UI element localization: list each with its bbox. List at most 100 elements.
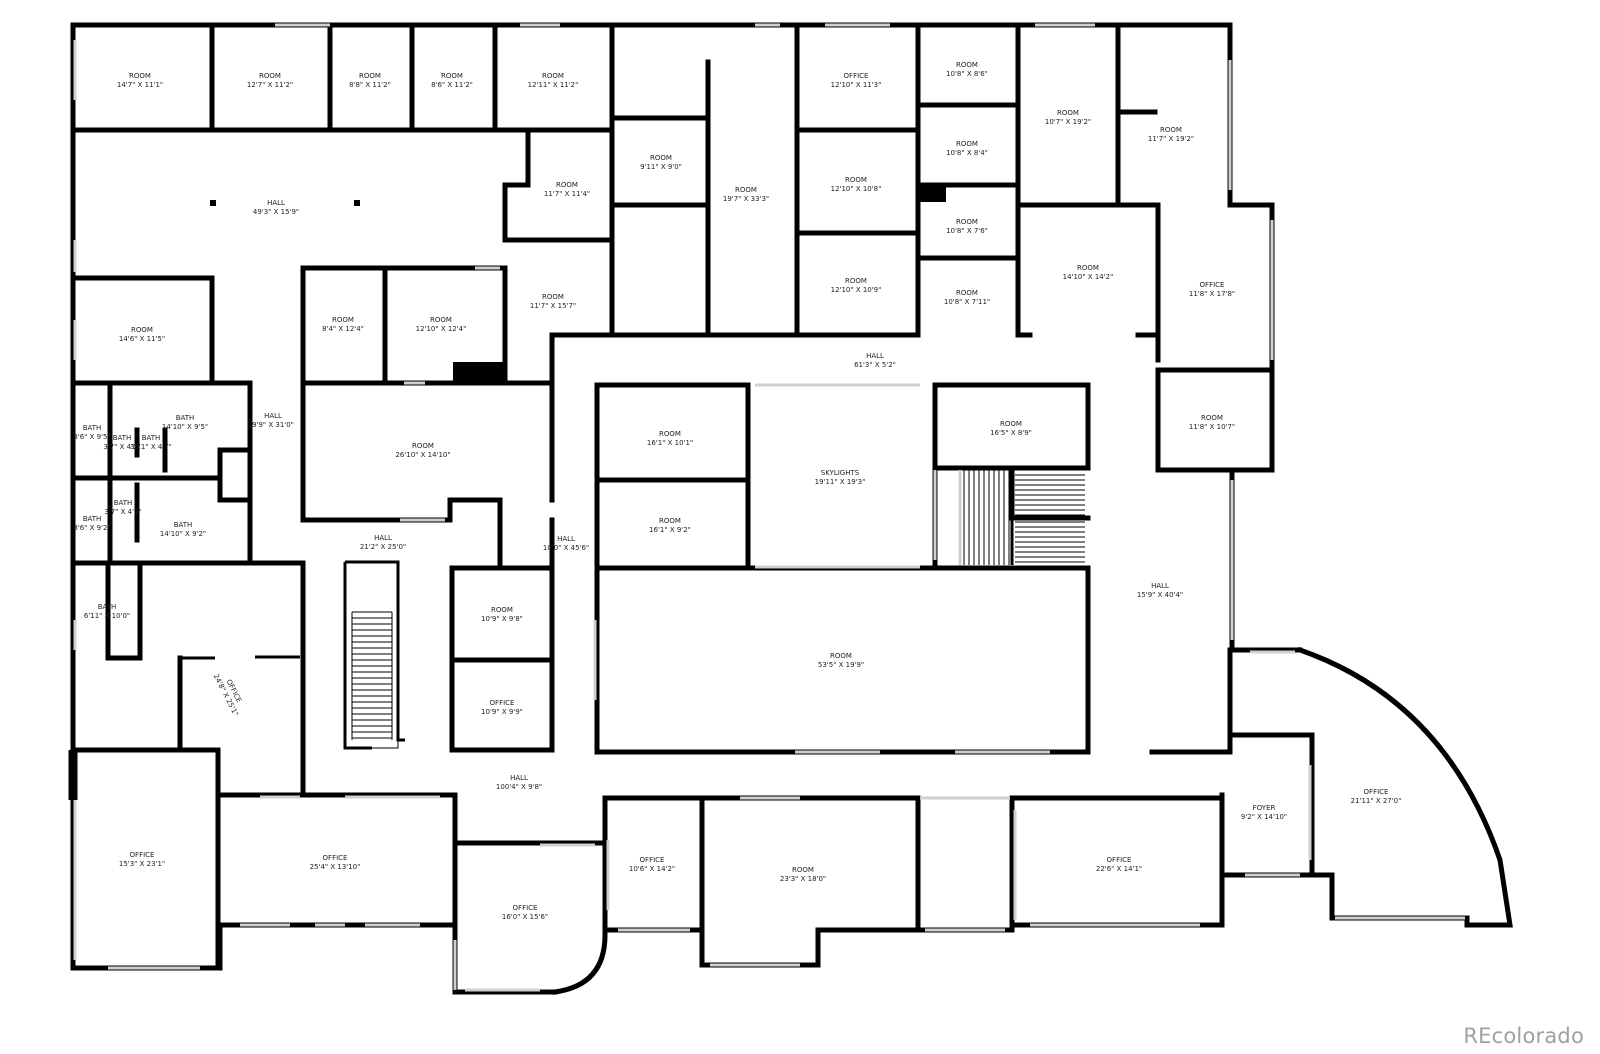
room-name: BATH (98, 603, 117, 611)
room-dimensions: 10'9" X 9'9" (481, 708, 523, 716)
room-dimensions: 11'8" X 10'7" (1189, 423, 1235, 431)
room-name: FOYER (1253, 804, 1276, 812)
room-dimensions: 14'7" X 11'1" (117, 81, 163, 89)
room-dimensions: 23'3" X 18'0" (780, 875, 826, 883)
room-name: BATH (83, 515, 102, 523)
stairs-right (963, 470, 1085, 565)
room-name: HALL (866, 352, 884, 360)
room-name: HALL (1151, 582, 1169, 590)
room-dimensions: 100'4" X 9'8" (496, 783, 542, 791)
room-dimensions: 9'11" X 9'0" (640, 163, 682, 171)
room-dimensions: 8'8" X 11'2" (349, 81, 391, 89)
brand-watermark: REcolorado (1463, 1024, 1584, 1048)
room-name: ROOM (830, 652, 852, 660)
room-dimensions: 3'7" X 4'1" (104, 508, 141, 516)
room-dimensions: 9'2" X 14'10" (1241, 813, 1287, 821)
room-name: BATH (114, 499, 133, 507)
walls (68, 22, 1513, 995)
room-dimensions: 26'10" X 14'10" (395, 451, 450, 459)
office-angled-wall (180, 655, 300, 660)
room-name: ROOM (332, 316, 354, 324)
room-name: BATH (176, 414, 195, 422)
room-name: ROOM (659, 517, 681, 525)
room-name: OFFICE (513, 904, 538, 912)
room-name: ROOM (556, 181, 578, 189)
room-name: ROOM (359, 72, 381, 80)
room-name: OFFICE (1107, 856, 1132, 864)
room-dimensions: 10'6" X 14'2" (629, 865, 675, 873)
stairs-left (343, 560, 405, 750)
room-dimensions: 10'9" X 9'8" (481, 615, 523, 623)
room-dimensions: 21'2" X 25'0" (360, 543, 406, 551)
room-name: ROOM (441, 72, 463, 80)
room-label-r46: OFFICE24'8" X 25'1" (212, 669, 248, 718)
room-name: OFFICE (490, 699, 515, 707)
room-name: ROOM (659, 430, 681, 438)
room-name: ROOM (1160, 126, 1182, 134)
room-name: ROOM (1201, 414, 1223, 422)
room-dimensions: 6'11" X 10'0" (84, 612, 130, 620)
room-name: OFFICE (640, 856, 665, 864)
room-dimensions: 14'10" X 14'2" (1063, 273, 1114, 281)
room-name: HALL (374, 534, 392, 542)
room-name: ROOM (542, 72, 564, 80)
room-name: BATH (142, 434, 161, 442)
room-dimensions: 3'6" X 9'5" (73, 433, 110, 441)
room-dimensions: 15'3" X 23'1" (119, 860, 165, 868)
room-dimensions: 10'8" X 8'4" (946, 149, 988, 157)
room-name: OFFICE (1364, 788, 1389, 796)
room-dimensions: 61'3" X 5'2" (854, 361, 896, 369)
room-dimensions: 10'8" X 8'6" (946, 70, 988, 78)
room-name: HALL (267, 199, 285, 207)
room-name: ROOM (1000, 420, 1022, 428)
room-name: ROOM (792, 866, 814, 874)
room-name: OFFICE (130, 851, 155, 859)
room-name: ROOM (956, 289, 978, 297)
room-dimensions: 12'10" X 10'9" (831, 286, 882, 294)
room-dimensions: 19'11" X 19'3" (815, 478, 866, 486)
room-dimensions: 19'7" X 33'3" (723, 195, 769, 203)
room-dimensions: 11'8" X 17'8" (1189, 290, 1235, 298)
room-dimensions: 10'0" X 45'6" (543, 544, 589, 552)
room-name: ROOM (1057, 109, 1079, 117)
room-name: ROOM (259, 72, 281, 80)
room-dimensions: 10'7" X 19'2" (1045, 118, 1091, 126)
room-dimensions: 9'9" X 31'0" (252, 421, 294, 429)
room-name: ROOM (845, 176, 867, 184)
room-name: HALL (264, 412, 282, 420)
room-dimensions: 53'5" X 19'9" (818, 661, 864, 669)
room-name: BATH (174, 521, 193, 529)
room-dimensions: 10'8" X 7'11" (944, 298, 990, 306)
